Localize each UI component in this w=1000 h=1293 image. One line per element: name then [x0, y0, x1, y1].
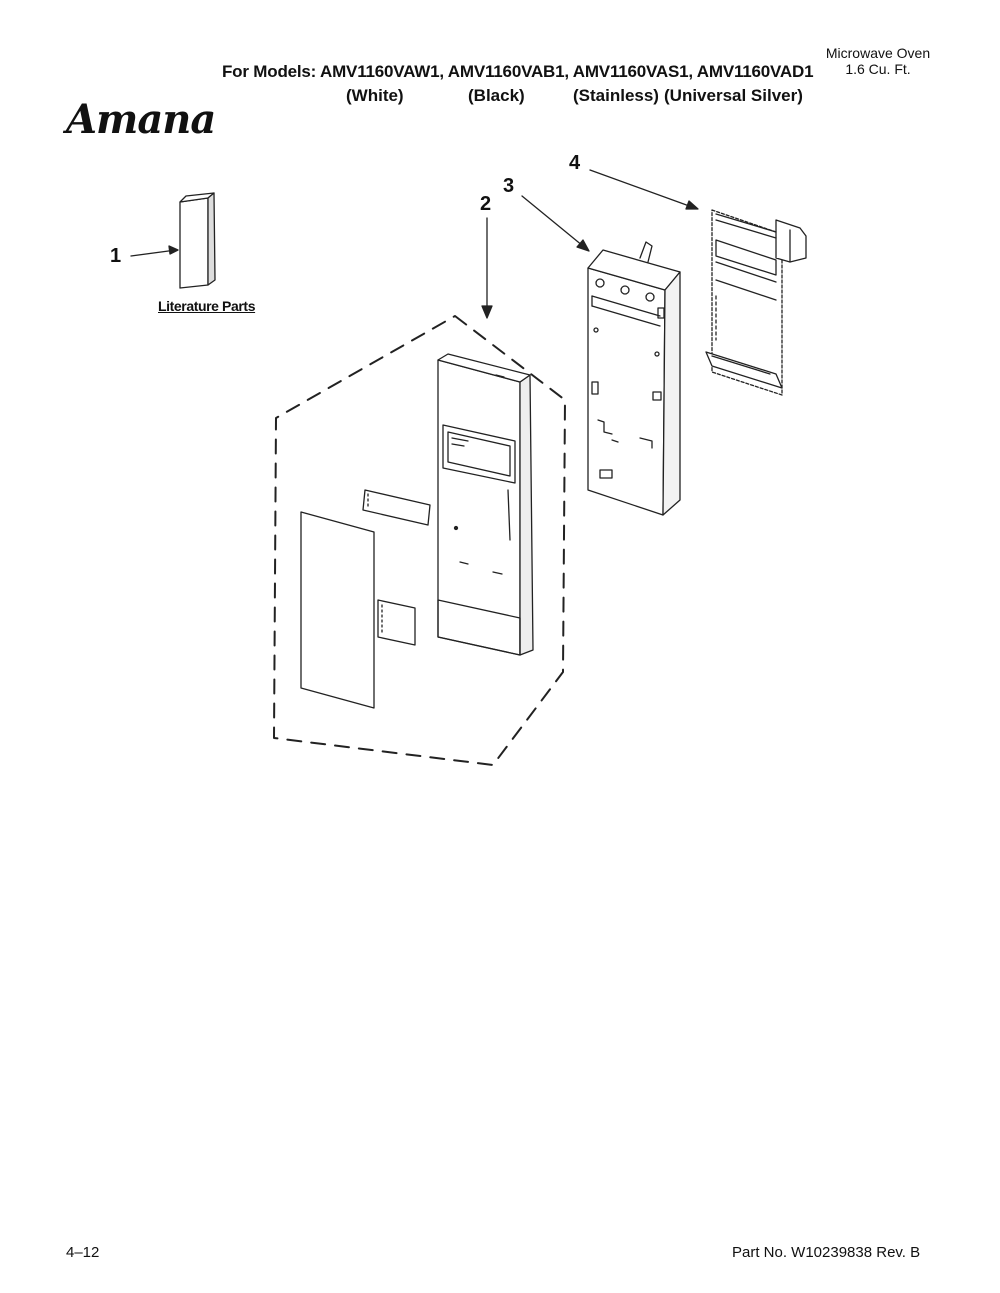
color-label-universal-silver: (Universal Silver) — [664, 86, 803, 105]
callout-arrow-2 — [481, 217, 493, 319]
keypad-overlay — [300, 511, 375, 709]
models-title: For Models: AMV1160VAW1, AMV1160VAB1, AM… — [222, 62, 814, 81]
callout-number-3: 3 — [503, 175, 515, 197]
page-number: 4–12 — [66, 1244, 100, 1261]
callout-arrow-4 — [589, 169, 699, 210]
color-label-white: (White) — [346, 86, 404, 105]
callout-number-4: 4 — [569, 152, 581, 174]
callout-arrow-3 — [521, 195, 590, 252]
callout-arrow-1 — [130, 245, 179, 257]
literature-booklet — [179, 192, 216, 289]
amana-logo: Amana — [66, 96, 216, 143]
callout-number-2: 2 — [480, 193, 492, 215]
electronic-control-board — [705, 209, 807, 396]
part-number: Part No. W10239838 Rev. B — [732, 1244, 921, 1261]
control-panel-frame — [437, 353, 534, 656]
nameplate — [362, 489, 431, 526]
product-capacity: 1.6 Cu. Ft. — [845, 61, 911, 77]
product-description: Microwave Oven 1.6 Cu. Ft. — [818, 45, 938, 77]
product-type: Microwave Oven — [825, 45, 931, 61]
mounting-bracket — [587, 241, 681, 516]
callout-number-1: 1 — [110, 245, 122, 267]
literature-parts-label: Literature Parts — [158, 298, 256, 314]
assembly-dashed-boundary — [273, 315, 566, 766]
color-label-black: (Black) — [468, 86, 525, 105]
color-label-stainless: (Stainless) — [573, 86, 659, 105]
small-label — [377, 599, 416, 646]
